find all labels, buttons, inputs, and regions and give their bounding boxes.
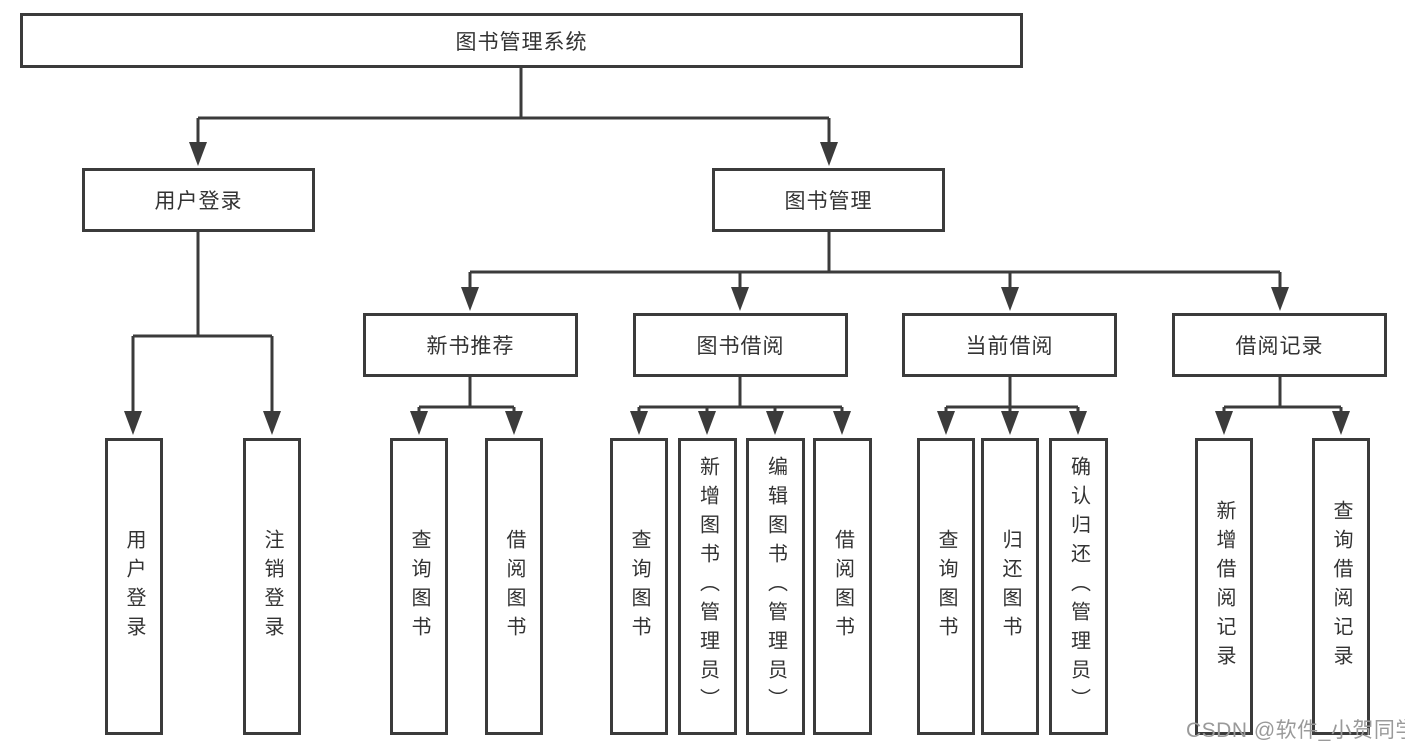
node-label: 注销登录 xyxy=(261,528,283,645)
node-label: 确认归还（管理员） xyxy=(1067,456,1090,717)
node-query-books-recommend: 查询图书 xyxy=(390,438,448,735)
node-new-book-recommendation: 新书推荐 xyxy=(363,313,578,377)
node-label: 查询图书 xyxy=(628,528,650,645)
node-label: 用户登录 xyxy=(123,528,145,645)
node-borrow-books-borrowing: 借阅图书 xyxy=(813,438,872,735)
node-library-management-system: 图书管理系统 xyxy=(20,13,1023,68)
node-label: 新书推荐 xyxy=(426,335,515,358)
node-confirm-return-admin: 确认归还（管理员） xyxy=(1049,438,1108,735)
node-query-borrow-record: 查询借阅记录 xyxy=(1312,438,1370,735)
node-add-books-admin: 新增图书（管理员） xyxy=(678,438,737,735)
node-label: 当前借阅 xyxy=(965,335,1054,358)
node-user-login-branch: 用户登录 xyxy=(82,168,315,232)
arrowheads xyxy=(124,142,1350,435)
node-label: 查询图书 xyxy=(408,528,430,645)
node-book-borrowing: 图书借阅 xyxy=(633,313,848,377)
node-label: 借阅图书 xyxy=(503,528,525,645)
node-add-borrow-record: 新增借阅记录 xyxy=(1195,438,1253,735)
csdn-watermark: CSDN @软件_小贺同学 xyxy=(1186,719,1405,742)
node-label: 新增借阅记录 xyxy=(1213,499,1235,674)
node-label: 用户登录 xyxy=(154,190,243,213)
node-label: 查询图书 xyxy=(935,528,957,645)
node-return-books: 归还图书 xyxy=(981,438,1039,735)
node-label: 图书管理 xyxy=(784,190,873,213)
node-label: 图书管理系统 xyxy=(455,30,588,54)
node-label: 图书借阅 xyxy=(696,335,785,358)
node-label: 借阅图书 xyxy=(831,528,854,645)
node-book-management-branch: 图书管理 xyxy=(712,168,945,232)
node-label: 查询借阅记录 xyxy=(1330,499,1352,674)
node-query-books-current: 查询图书 xyxy=(917,438,975,735)
node-borrow-books-recommend: 借阅图书 xyxy=(485,438,543,735)
node-current-borrowing: 当前借阅 xyxy=(902,313,1117,377)
node-label: 借阅记录 xyxy=(1235,335,1324,358)
node-label: 新增图书（管理员） xyxy=(696,456,719,717)
node-user-login-action: 用户登录 xyxy=(105,438,163,735)
node-label: 编辑图书（管理员） xyxy=(764,456,787,717)
node-borrowing-records: 借阅记录 xyxy=(1172,313,1387,377)
node-query-books-borrowing: 查询图书 xyxy=(610,438,668,735)
node-edit-books-admin: 编辑图书（管理员） xyxy=(746,438,805,735)
node-logout-action: 注销登录 xyxy=(243,438,301,735)
node-label: 归还图书 xyxy=(999,528,1021,645)
